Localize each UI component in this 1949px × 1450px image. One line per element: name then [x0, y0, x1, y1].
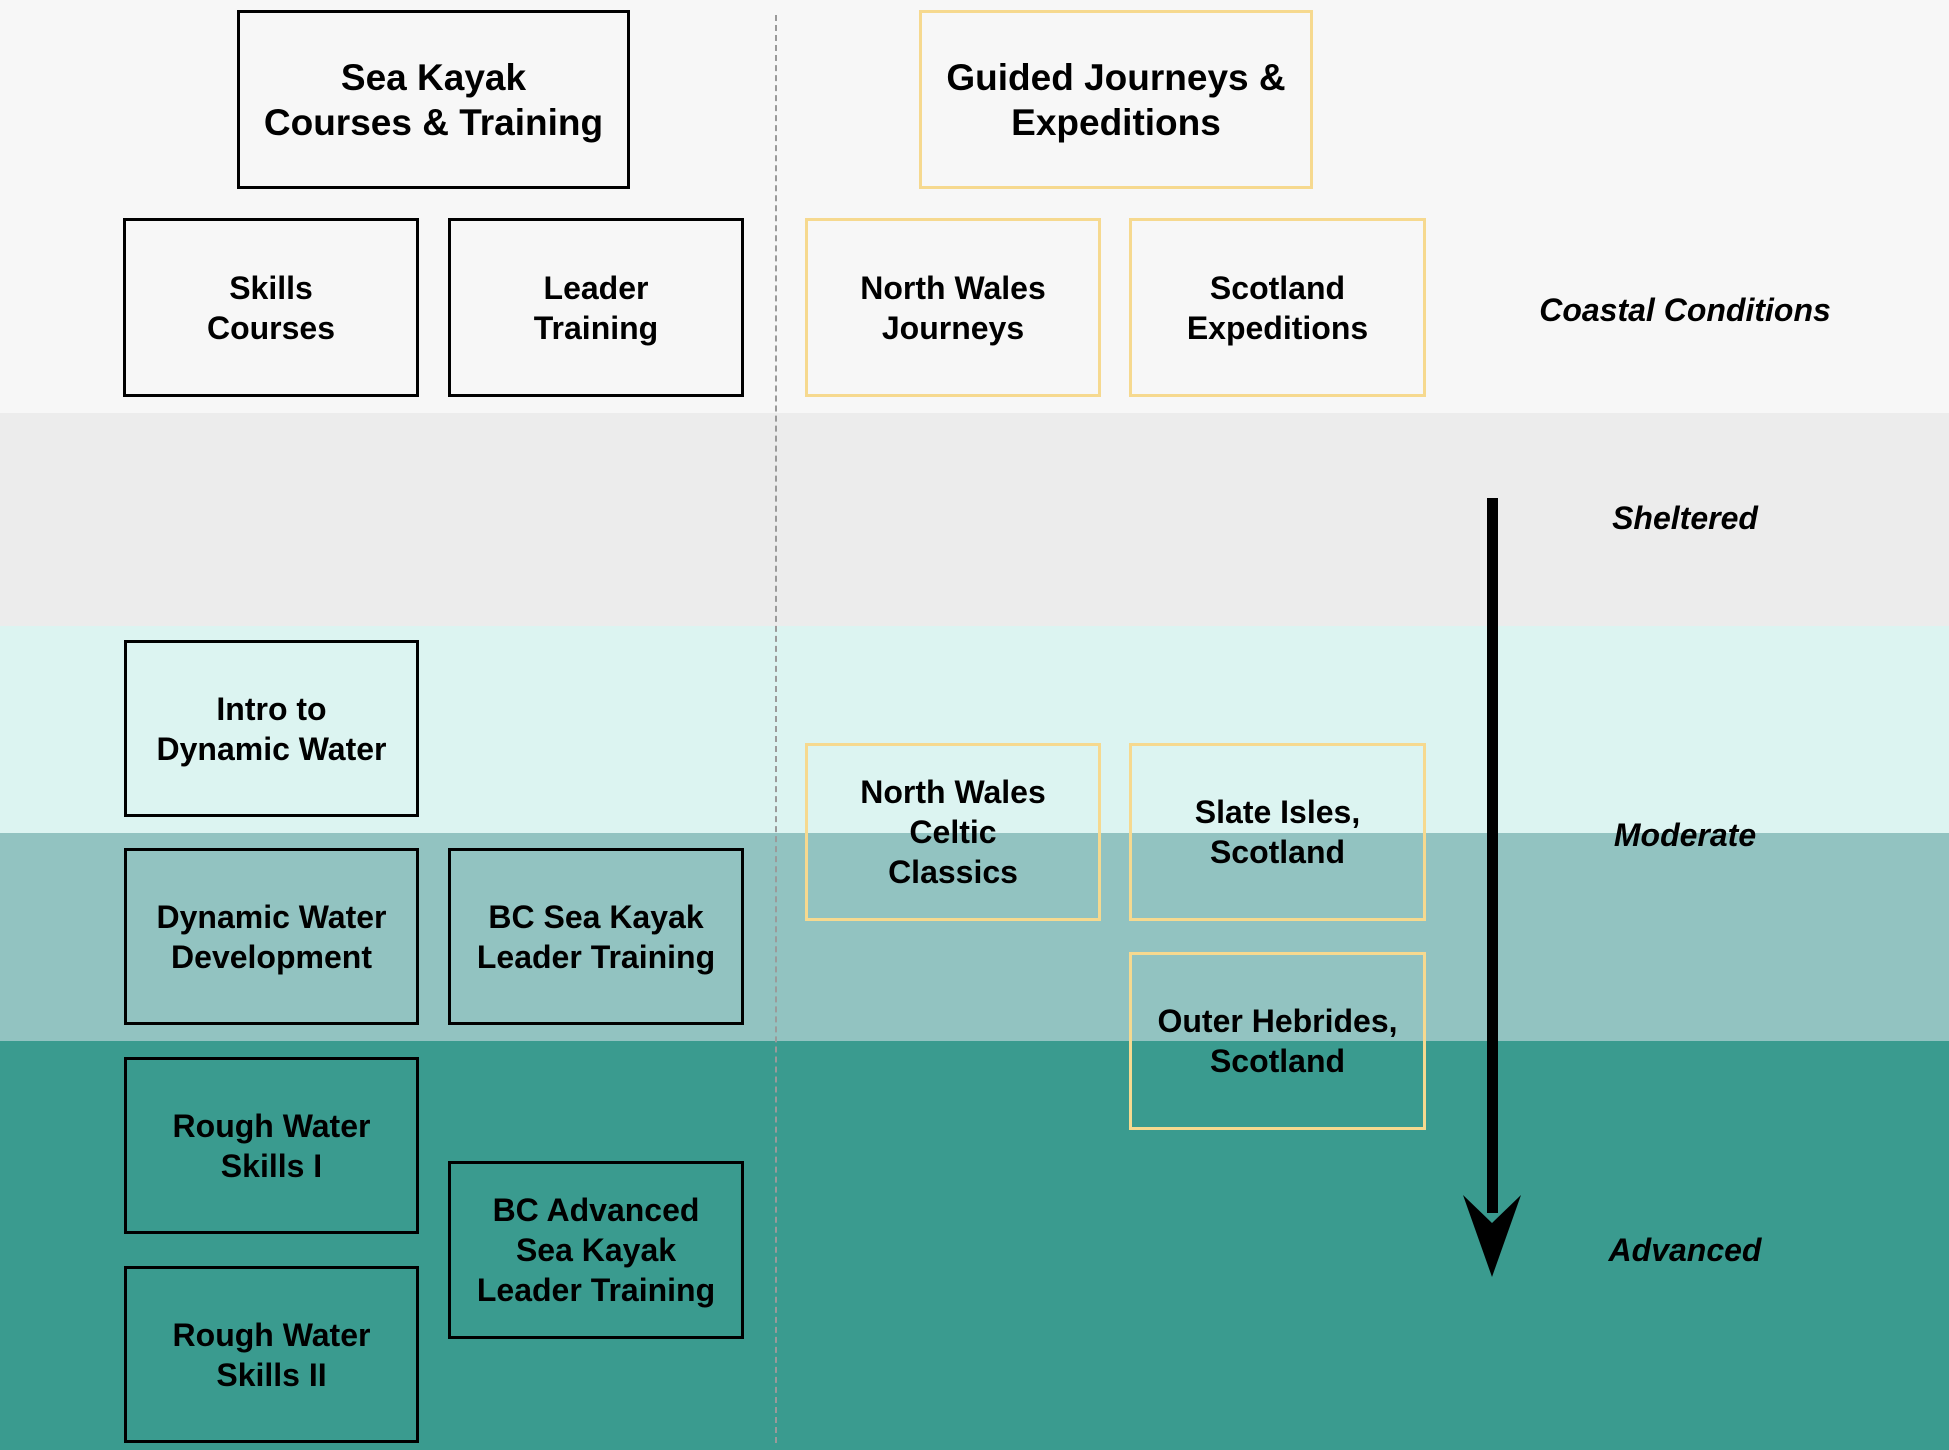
- column-leader-training: Leader Training: [448, 218, 744, 397]
- level-moderate: Moderate: [1613, 817, 1757, 853]
- arrow-shaft: [1487, 498, 1498, 1213]
- band-moderate-light: [0, 626, 1949, 833]
- level-sheltered: Sheltered: [1612, 500, 1758, 536]
- journey-outer-hebrides-scotland: Outer Hebrides, Scotland: [1129, 952, 1426, 1130]
- band-sheltered: [0, 413, 1949, 626]
- journey-north-wales-celtic-classics: North Wales Celtic Classics: [805, 743, 1101, 921]
- column-north-wales-journeys: North Wales Journeys: [805, 218, 1101, 397]
- down-arrow-icon: [1463, 498, 1521, 1277]
- course-rough-water-skills-1: Rough Water Skills I: [124, 1057, 419, 1234]
- course-bc-sea-kayak-leader-training: BC Sea Kayak Leader Training: [448, 848, 744, 1025]
- level-advanced: Advanced: [1608, 1232, 1762, 1268]
- course-bc-advanced-sea-kayak-leader-training: BC Advanced Sea Kayak Leader Training: [448, 1161, 744, 1339]
- journey-slate-isles-scotland: Slate Isles, Scotland: [1129, 743, 1426, 921]
- course-dynamic-water-development: Dynamic Water Development: [124, 848, 419, 1025]
- coastal-conditions-title: Coastal Conditions: [1539, 292, 1831, 328]
- courses-title: Sea Kayak Courses & Training: [237, 10, 630, 189]
- course-intro-to-dynamic-water: Intro to Dynamic Water: [124, 640, 419, 817]
- arrow-head: [1463, 1195, 1521, 1277]
- section-divider: [775, 15, 777, 1443]
- journeys-title: Guided Journeys & Expeditions: [919, 10, 1313, 189]
- course-rough-water-skills-2: Rough Water Skills II: [124, 1266, 419, 1443]
- band-moderate: [0, 833, 1949, 1041]
- column-scotland-expeditions: Scotland Expeditions: [1129, 218, 1426, 397]
- column-skills-courses: Skills Courses: [123, 218, 419, 397]
- band-advanced: [0, 1041, 1949, 1450]
